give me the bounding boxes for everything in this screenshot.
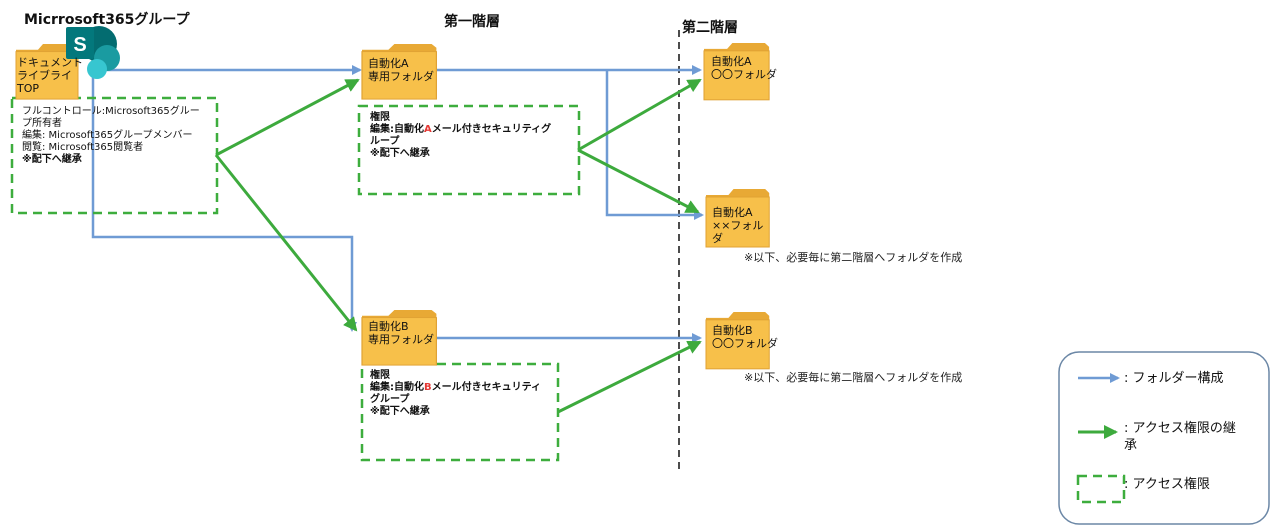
green-root-to-b: [214, 154, 358, 332]
a-permission-box: [357, 104, 581, 196]
blue-a-to-a2: [605, 70, 704, 220]
note-level2-a: ※以下、必要毎に第二階層へフォルダを作成: [744, 251, 963, 264]
green-a-to-a2: [577, 148, 700, 214]
legend: [1058, 351, 1270, 525]
legend-dashed-box: [1076, 474, 1126, 504]
green-a-to-a1: [577, 78, 702, 152]
blue-root-to-b: [91, 60, 357, 332]
legend-access-perm-label: : アクセス権限: [1124, 477, 1210, 492]
group-title: Micrrosoft365グループ: [24, 12, 190, 28]
root-folder-label: ドキュメント ライブライ TOP: [17, 56, 83, 95]
a-permission-text: 権限 編集:自動化Aメール付きセキュリティグ ループ ※配下へ継承: [370, 112, 552, 159]
a-marker: A: [424, 124, 432, 135]
level2-title: 第二階層: [682, 20, 738, 36]
legend-box: [1058, 351, 1270, 525]
svg-text:S: S: [73, 34, 86, 56]
root-permission-box: [10, 96, 219, 215]
green-root-to-a: [215, 78, 360, 157]
folder-a1-label: 自動化A 〇〇フォルダ: [711, 55, 777, 81]
folder-a2-label: 自動化A ××フォル ダ: [712, 206, 764, 245]
sharepoint-icon: S: [66, 26, 120, 79]
level1-title: 第一階層: [444, 14, 500, 30]
b-marker: B: [424, 382, 432, 393]
root-permission-text: フルコントロール:Microsoft365グルー プ所有者 編集: Micros…: [22, 106, 200, 165]
note-level2-b: ※以下、必要毎に第二階層へフォルダを作成: [744, 371, 963, 384]
b-permission-box: [360, 362, 560, 462]
legend-folder-structure-label: : フォルダー構成: [1124, 371, 1224, 386]
green-b-to-b1: [557, 340, 702, 414]
b-permission-text: 権限 編集:自動化Bメール付きセキュリティ グループ ※配下へ継承: [370, 370, 542, 417]
legend-access-inherit-label: : アクセス権限の継 承: [1124, 421, 1236, 453]
folder-a-label: 自動化A 専用フォルダ: [368, 57, 434, 83]
folder-b1-label: 自動化B 〇〇フォルダ: [712, 324, 778, 350]
folder-structure-lines: [91, 60, 704, 343]
permission-boxes: [10, 96, 581, 462]
access-inherit-arrows: [214, 78, 702, 414]
folder-b-label: 自動化B 専用フォルダ: [368, 320, 434, 346]
